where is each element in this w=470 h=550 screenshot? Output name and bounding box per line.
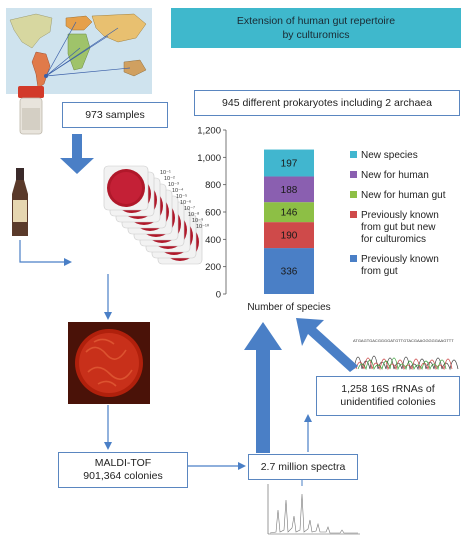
legend-label: from gut but new — [361, 222, 436, 233]
bar-value-label: 197 — [281, 159, 298, 170]
bar-segment — [264, 176, 314, 203]
dilution-label: 10⁻⁹ — [192, 218, 204, 224]
maldi-box: MALDI-TOF 901,364 colonies — [58, 452, 188, 488]
sequence-text: ATGAGTGACGGGGATGTTGTACGAAGGGGGAAGTTT — [353, 338, 454, 343]
rrna-line-1: 1,258 16S rRNAs of — [341, 383, 435, 395]
rrna-box: 1,258 16S rRNAs of unidentified colonies — [316, 376, 460, 416]
connector-bottle-to-dishes — [19, 240, 64, 263]
bar-value-label: 336 — [281, 267, 298, 278]
title-line-2: by culturomics — [282, 29, 350, 41]
legend-label: Previously known — [361, 210, 439, 221]
legend-item: New for human gut — [350, 190, 446, 201]
bar-value-label: 188 — [281, 185, 298, 196]
title-line-1: Extension of human gut repertoire — [236, 15, 396, 27]
prokaryotes-label: 945 different prokaryotes including 2 ar… — [222, 96, 432, 109]
colony-culture-photo — [68, 322, 150, 404]
bar-value-label: 146 — [281, 208, 298, 219]
world-map-illustration — [6, 8, 152, 94]
legend-swatch — [350, 255, 357, 262]
dilution-label: 10⁻³ — [168, 182, 179, 188]
y-tick-label: 0 — [216, 290, 221, 301]
y-tick-label: 200 — [205, 262, 221, 273]
spectra-box: 2.7 million spectra — [248, 454, 358, 480]
rrna-line-2: unidentified colonies — [340, 396, 436, 408]
prokaryotes-box: 945 different prokaryotes including 2 ar… — [194, 90, 460, 116]
bar-segment — [264, 149, 314, 177]
petri-dish — [103, 165, 149, 211]
species-stacked-bar-chart: 0 200 400 600 800 1,000 1,200 336 190 146 188 197Nu… — [197, 126, 446, 314]
petri-dish-stack-illustration — [103, 165, 203, 265]
legend-swatch — [350, 151, 357, 158]
bar-value-label: 190 — [281, 231, 298, 242]
legend-item: New species — [350, 150, 418, 161]
dilution-label: 10⁻⁷ — [184, 206, 196, 212]
dilution-label: 10⁻⁸ — [188, 212, 200, 218]
sequence-chromatogram: ATGAGTGACGGGGATGTTGTACGAAGGGGGAAGTTT — [353, 338, 459, 371]
legend-swatch — [350, 191, 357, 198]
maldi-label: MALDI-TOF — [94, 457, 152, 469]
bar-segment — [264, 202, 314, 223]
legend-label: New species — [361, 150, 418, 161]
arrow-spectra-to-chart — [244, 322, 282, 453]
dilution-label: 10⁻¹⁰ — [196, 224, 210, 230]
mass-spectrum-inset — [256, 480, 364, 544]
samples-label: 973 samples — [85, 108, 145, 121]
bar-segment — [264, 248, 314, 294]
dilution-label: 10⁻⁵ — [176, 194, 188, 200]
samples-box: 973 samples — [62, 102, 168, 128]
sample-tube-icon — [18, 86, 44, 135]
title-banner: Extension of human gut repertoire by cul… — [171, 8, 461, 48]
spectra-label: 2.7 million spectra — [260, 460, 346, 473]
legend-label: from gut — [361, 266, 398, 277]
legend-item: New for human — [350, 170, 429, 181]
dilution-label: 10⁻⁶ — [180, 200, 192, 206]
y-tick-label: 400 — [205, 235, 221, 246]
arrow-rrna-to-chart — [296, 318, 358, 372]
legend-label: New for human gut — [361, 190, 446, 201]
legend-swatch — [350, 211, 357, 218]
y-tick-label: 1,200 — [197, 126, 221, 137]
x-axis-label: Number of species — [247, 302, 330, 313]
y-tick-label: 800 — [205, 180, 221, 191]
y-tick-label: 1,000 — [197, 153, 221, 164]
bottle-icon — [12, 168, 28, 236]
colonies-count: 901,364 colonies — [83, 470, 163, 482]
legend-label: Previously known — [361, 254, 439, 265]
legend-label: New for human — [361, 170, 429, 181]
dilution-label: 10⁻¹ — [160, 170, 171, 176]
legend-swatch — [350, 171, 357, 178]
arrow-samples-to-dilution — [60, 134, 94, 174]
y-tick-label: 600 — [205, 208, 221, 219]
legend-label: for culturomics — [361, 234, 426, 245]
dilution-label: 10⁻² — [164, 176, 175, 182]
bar-segment — [264, 222, 314, 249]
dilution-label: 10⁻⁴ — [172, 188, 184, 194]
